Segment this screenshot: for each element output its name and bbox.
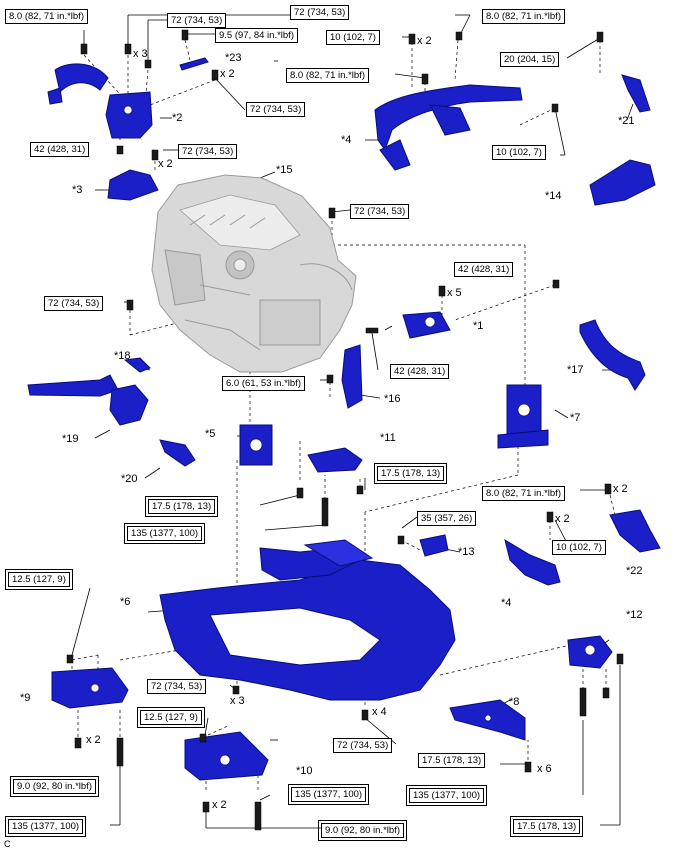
part-label: *18 [114,350,131,362]
torque-spec: 17.5 (178, 13) [144,496,219,517]
part-label: *2 [172,112,183,124]
torque-spec: 10 (102, 7) [552,540,606,555]
part-label: *22 [626,565,643,577]
torque-spec: 8.0 (82, 71 in.*lbf) [482,9,565,24]
part-label: *5 [205,428,216,440]
part-label: *16 [384,393,401,405]
torque-spec: 72 (734, 53) [167,13,227,28]
torque-spec: 72 (734, 53) [147,679,207,694]
part-label: *20 [121,473,138,485]
part-label: *8 [509,696,520,708]
part-label: *19 [62,433,79,445]
torque-spec: 9.5 (97, 84 in.*lbf) [215,28,298,43]
quantity-label: x 2 [417,35,432,47]
torque-spec: 17.5 (178, 13) [509,816,584,837]
part-label: *4 [341,134,352,146]
part-label: *15 [276,164,293,176]
torque-spec: 8.0 (82, 71 in.*lbf) [482,486,565,501]
torque-spec: 17.5 (178, 13) [418,753,486,768]
torque-spec: 6.0 (61, 53 in.*lbf) [222,376,305,391]
torque-spec: 17.5 (178, 13) [373,463,448,484]
torque-spec: 72 (734, 53) [333,738,393,753]
part-highlights [90,105,596,766]
torque-spec: 135 (1377, 100) [405,785,488,806]
torque-spec: 8.0 (82, 71 in.*lbf) [5,9,88,24]
torque-spec: 12.5 (127, 9) [5,569,73,590]
part-label: *3 [72,184,83,196]
torque-spec: 72 (734, 53) [350,204,410,219]
quantity-label: x 4 [372,706,387,718]
engine-transaxle-assembly [151,174,357,373]
part-label: *14 [545,190,562,202]
torque-spec: 42 (428, 31) [30,142,90,157]
quantity-label: x 5 [447,287,462,299]
part-label: *10 [296,765,313,777]
torque-spec: 72 (734, 53) [178,144,238,159]
torque-spec: 72 (734, 53) [246,102,306,117]
quantity-label: x 3 [133,48,148,60]
torque-spec: 72 (734, 53) [290,5,350,20]
figure-code: C [4,839,11,849]
torque-spec: 42 (428, 31) [454,262,514,277]
part-label: *9 [20,692,31,704]
quantity-label: x 2 [86,734,101,746]
torque-spec: 12.5 (127, 9) [137,707,205,728]
torque-spec: 9.0 (92, 80 in.*lbf) [318,820,407,841]
part-label: *6 [120,596,131,608]
torque-spec: 35 (357, 26) [417,511,477,526]
quantity-label: x 2 [555,513,570,525]
part-label: *1 [473,320,484,332]
torque-spec: 9.0 (92, 80 in.*lbf) [10,776,99,797]
part-label: *21 [618,115,635,127]
torque-spec: 8.0 (82, 71 in.*lbf) [286,68,369,83]
torque-spec: 135 (1377, 100) [123,523,206,544]
part-label: *11 [380,432,396,444]
blue-parts [27,57,661,781]
torque-spec: 42 (428, 31) [390,364,450,379]
torque-spec: 10 (102, 7) [326,30,380,45]
quantity-label: x 2 [613,483,628,495]
part-label: *12 [626,609,643,621]
torque-spec: 72 (734, 53) [44,296,104,311]
torque-spec: 135 (1377, 100) [287,784,370,805]
quantity-label: x 2 [220,68,235,80]
fasteners [66,29,624,831]
part-label: *23 [225,52,242,64]
part-label: *17 [567,364,584,376]
part-label: *4 [501,597,512,609]
part-label: *7 [570,412,581,424]
part-label: *13 [458,546,475,558]
torque-spec: 20 (204, 15) [500,52,560,67]
quantity-label: x 2 [158,158,173,170]
quantity-label: x 2 [212,799,227,811]
quantity-label: x 3 [230,695,245,707]
torque-spec: 10 (102, 7) [492,145,546,160]
quantity-label: x 6 [537,763,552,775]
torque-spec: 135 (1377, 100) [4,816,87,837]
